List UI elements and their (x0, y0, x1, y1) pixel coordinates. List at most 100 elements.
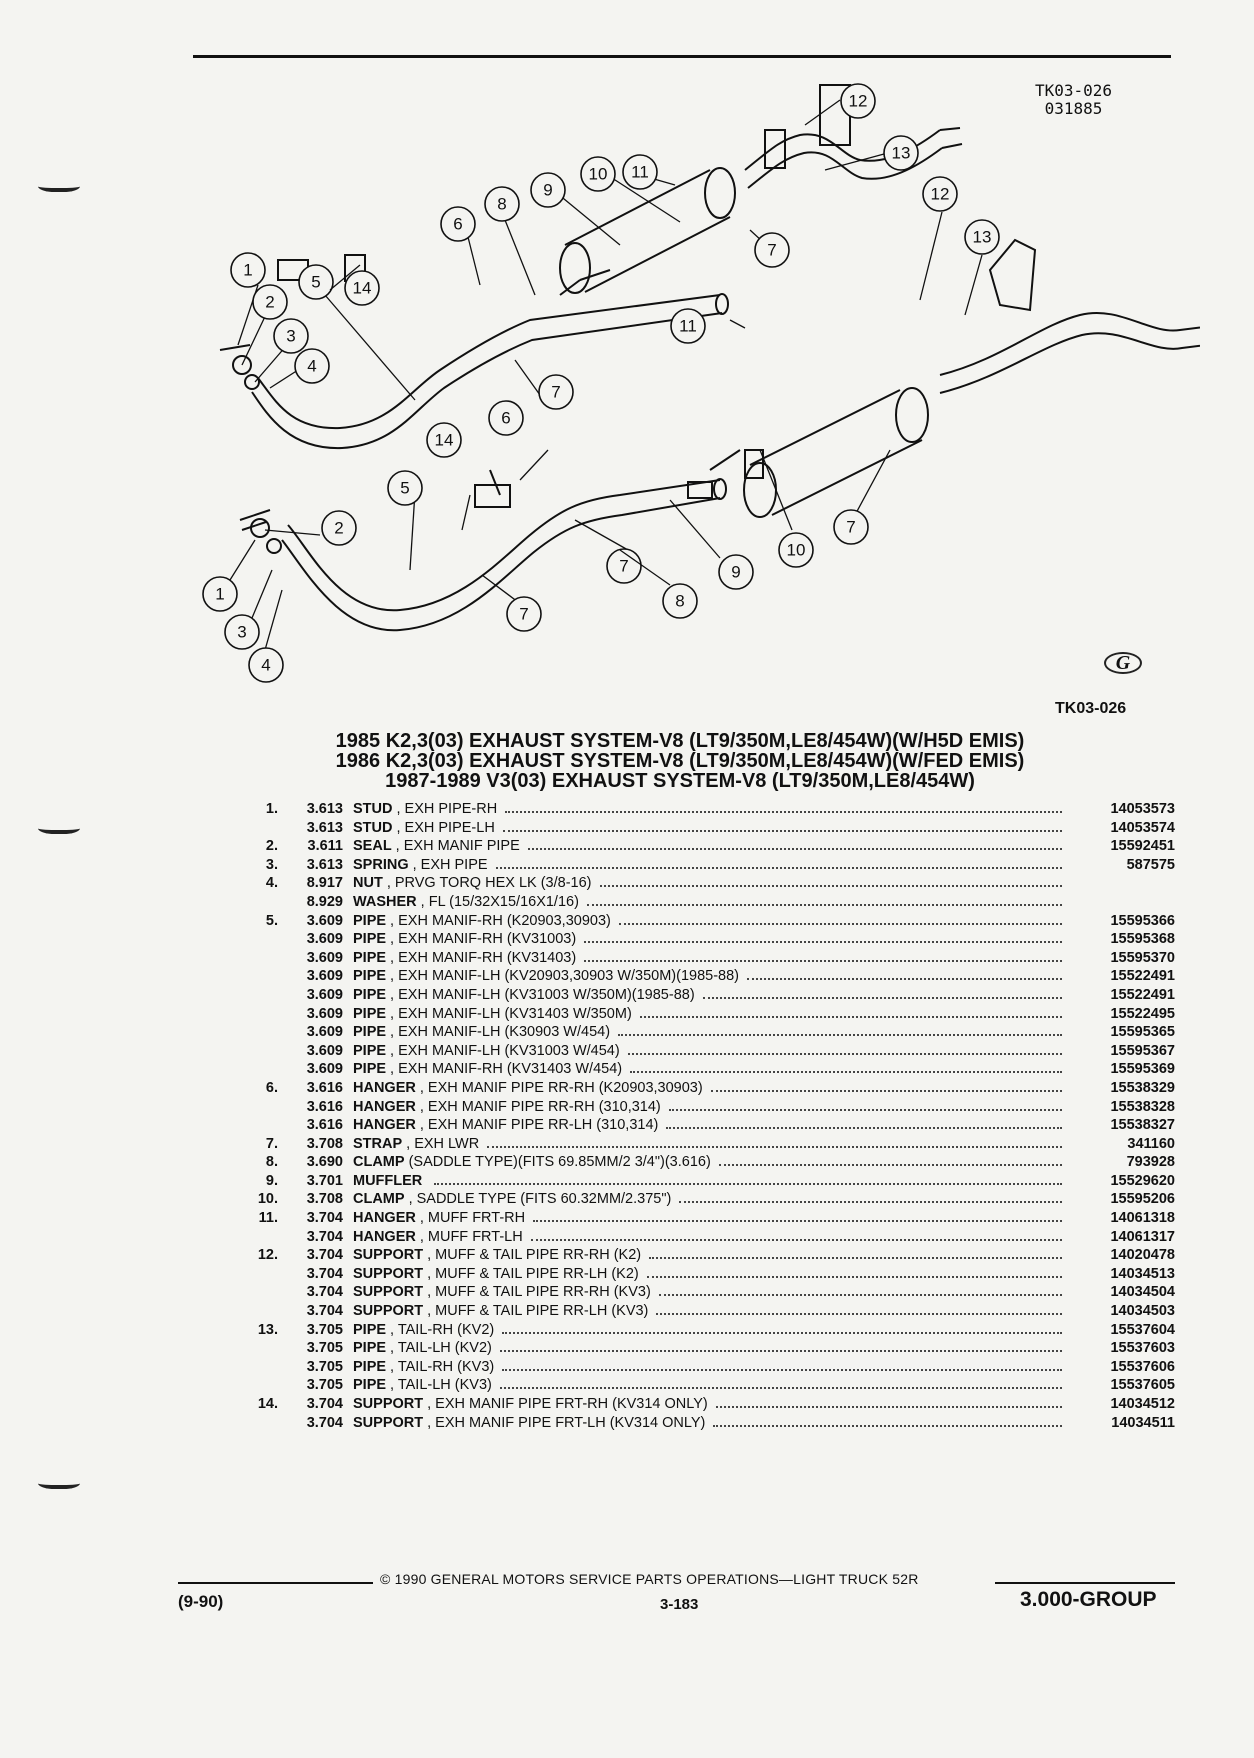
part-number: 793928 (1126, 1154, 1175, 1171)
part-name: PIPE (353, 931, 387, 948)
group-number: 3.705 (306, 1377, 343, 1394)
part-number: 15529620 (1110, 1172, 1175, 1189)
lower-pipe-assembly (239, 312, 1200, 632)
part-name: STUD (353, 801, 393, 817)
dot-leader (666, 1117, 1062, 1130)
callout-12-mid: 12 (922, 176, 958, 212)
item-number: 6. (265, 1079, 278, 1096)
group-number: 3.609 (306, 1042, 343, 1059)
top-rule (193, 55, 1171, 58)
part-name: HANGER (353, 1079, 416, 1096)
item-number: 7. (265, 1135, 278, 1152)
item-number: 3. (265, 856, 278, 873)
group-number: 3.609 (306, 1024, 343, 1041)
svg-text:14: 14 (435, 431, 454, 450)
section-titles: 1985 K2,3(03) EXHAUST SYSTEM-V8 (LT9/350… (230, 731, 1130, 791)
part-number: 15538329 (1110, 1079, 1175, 1096)
lower-pipe-clamp-shape (687, 481, 713, 499)
part-name: STUD (353, 819, 393, 836)
part-name: HANGER (353, 1117, 416, 1134)
part-name: CLAMP (353, 1191, 405, 1208)
group-number: 3.705 (306, 1340, 343, 1357)
group-label: 3.000-GROUP (1020, 1588, 1157, 1611)
item-number: 14. (257, 1396, 278, 1412)
page-number: 3-183 (660, 1596, 699, 1613)
part-number: 14061318 (1110, 1210, 1175, 1227)
part-name: PIPE (353, 1358, 387, 1375)
part-number: 14034511 (1111, 1414, 1175, 1431)
svg-text:12: 12 (849, 92, 868, 111)
callout-4-upper: 4 (294, 348, 330, 384)
title-line-2: 1986 K2,3(03) EXHAUST SYSTEM-V8 (LT9/350… (335, 750, 1025, 772)
dot-leader (718, 1154, 1062, 1167)
part-description: , TAIL-LH (KV3) (390, 1377, 492, 1394)
dot-leader (502, 1359, 1062, 1371)
part-name: NUT (353, 875, 383, 892)
part-name: SUPPORT (353, 1284, 424, 1301)
part-name: PIPE (353, 1042, 387, 1059)
part-description: , EXH MANIF-LH (KV31003 W/350M)(1985-88) (390, 986, 695, 1003)
group-number: 3.704 (306, 1247, 343, 1264)
upper-pipe-assembly (219, 84, 1037, 450)
part-description: , EXH MANIF-RH (KV31403) (390, 949, 577, 966)
group-number: 3.704 (306, 1303, 343, 1320)
item-number: 11. (258, 1210, 278, 1227)
dot-leader (499, 1340, 1062, 1353)
item-number: 9. (265, 1172, 278, 1189)
svg-text:6: 6 (453, 215, 462, 234)
callout-11-mid: 11 (670, 308, 706, 344)
part-description: , MUFF & TAIL PIPE RR-LH (K2) (427, 1265, 639, 1282)
callout-1-lower: 1 (202, 576, 238, 612)
part-name: PIPE (353, 968, 387, 985)
part-name: PIPE (353, 1061, 387, 1078)
callout-12-upper: 12 (840, 83, 876, 119)
dot-leader (584, 931, 1062, 944)
item-number: 10. (257, 1191, 278, 1208)
binder-tab-mark (38, 820, 80, 834)
callout-group: 1 2 3 4 5 14 6 8 9 10 11 12 13 7 7 11 12… (202, 83, 1000, 683)
group-number: 3.609 (306, 986, 343, 1003)
part-description: , EXH MANIF-LH (KV31403 W/350M) (390, 1005, 632, 1022)
part-description: , TAIL-LH (KV2) (390, 1340, 492, 1357)
group-number: 3.704 (306, 1284, 343, 1301)
part-description: , EXH MANIF-LH (KV31003 W/454) (390, 1042, 620, 1059)
part-name: PIPE (353, 1340, 387, 1357)
part-name: STRAP (353, 1135, 403, 1152)
callout-10-upper: 10 (580, 156, 616, 192)
part-name: WASHER (353, 893, 417, 910)
part-description: , EXH MANIF PIPE FRT-RH (KV314 ONLY) (427, 1396, 708, 1412)
dot-leader (630, 1061, 1062, 1074)
part-name: PIPE (353, 912, 387, 929)
callout-9-upper: 9 (530, 172, 566, 208)
part-description: , MUFF & TAIL PIPE RR-RH (K2) (427, 1247, 642, 1264)
part-description: , MUFF & TAIL PIPE RR-RH (KV3) (427, 1284, 651, 1301)
title-line-3: 1987-1989 V3(03) EXHAUST SYSTEM-V8 (LT9/… (385, 770, 975, 792)
dot-leader (495, 857, 1062, 869)
part-name: PIPE (353, 1005, 387, 1022)
svg-text:11: 11 (679, 317, 697, 336)
part-number: 15592451 (1110, 838, 1175, 855)
svg-text:7: 7 (519, 605, 528, 624)
part-number: 15522491 (1110, 986, 1175, 1003)
part-number: 14053573 (1110, 801, 1175, 817)
group-number: 3.690 (306, 1154, 343, 1171)
item-number: 2. (265, 838, 278, 855)
copyright-notice: © 1990 GENERAL MOTORS SERVICE PARTS OPER… (380, 1571, 919, 1587)
part-number: 14034503 (1110, 1303, 1175, 1320)
callout-7-upper-b: 7 (538, 374, 574, 410)
item-number: 5. (265, 912, 278, 929)
callout-7-lower-a: 7 (606, 548, 642, 584)
dot-leader (747, 968, 1062, 981)
